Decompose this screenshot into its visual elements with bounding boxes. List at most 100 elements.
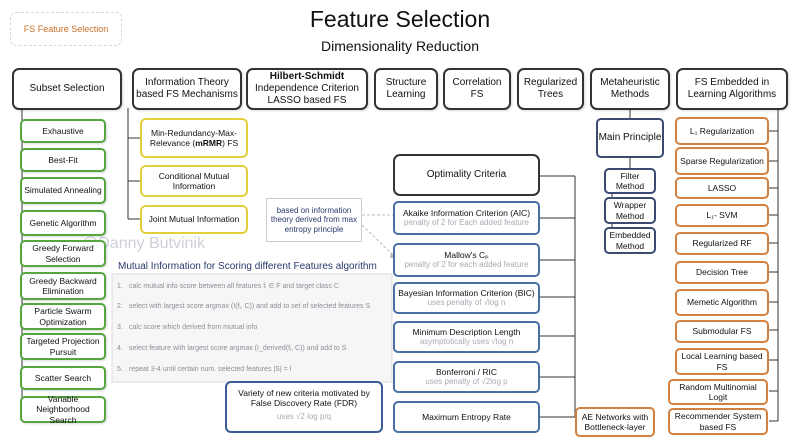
method-mrmr[interactable]: Min-Redundancy-Max-Relevance (mRMR) FS xyxy=(140,118,248,158)
embedded-sparse-regularization[interactable]: Sparse Regularization xyxy=(675,147,769,175)
embedded-local-learning[interactable]: Local Learning based FS xyxy=(675,348,769,375)
method-label: Wrapper Method xyxy=(613,200,647,221)
method-joint-mi[interactable]: Joint Mutual Information xyxy=(140,205,248,234)
fs-badge: FS Feature Selection xyxy=(10,12,122,46)
category-regularized-trees[interactable]: Regularized Trees xyxy=(517,68,584,110)
embedded-decision-tree[interactable]: Decision Tree xyxy=(675,261,769,284)
criterion-desc: asymptotically uses √log n xyxy=(419,337,514,347)
criterion-name: Minimum Description Length xyxy=(412,327,521,338)
step-text: select with largest score argmax (I(fᵢ, … xyxy=(129,303,371,310)
mrmr-text: Min-Redundancy-Max-Relevance ( xyxy=(149,127,237,148)
algorithm-step: 1.calc mutual info score between all fea… xyxy=(117,282,339,290)
algorithm-step: 2. select with largest score argmax (I(fᵢ… xyxy=(117,303,370,310)
algorithm-title: Mutual Information for Scoring different… xyxy=(118,261,377,272)
method-label: Targeted Projection Pursuit xyxy=(26,336,100,357)
step-text: repeat 3-4 until certain num. selected f… xyxy=(129,366,292,373)
method-label: Best-Fit xyxy=(48,154,78,165)
criterion-aic[interactable]: Akaike Information Criterion (AIC)penalt… xyxy=(393,201,540,235)
method-genetic-algorithm[interactable]: Genetic Algorithm xyxy=(20,210,106,236)
embedded-regularized-rf[interactable]: Regularized RF xyxy=(675,232,769,255)
category-label: FS Embedded in Learning Algorithms xyxy=(687,77,777,100)
category-label: Independence Criterion LASSO based FS xyxy=(255,83,359,106)
method-targeted-projection[interactable]: Targeted Projection Pursuit xyxy=(20,333,106,360)
ae-networks[interactable]: AE Networks with Bottleneck-layer xyxy=(575,407,655,437)
method-label: Particle Swarm Optimization xyxy=(34,306,92,327)
method-simulated-annealing[interactable]: Simulated Annealing xyxy=(20,177,106,204)
embedded-recommender-system[interactable]: Recommender System based FS xyxy=(668,408,768,435)
category-structure-learning[interactable]: Structure Learning xyxy=(374,68,438,110)
method-particle-swarm[interactable]: Particle Swarm Optimization xyxy=(20,303,106,330)
main-principle[interactable]: Main Principle xyxy=(596,118,664,158)
method-label: Greedy Backward Elimination xyxy=(29,275,97,296)
method-exhaustive[interactable]: Exhaustive xyxy=(20,119,106,143)
category-subset-selection[interactable]: Subset Selection xyxy=(12,68,122,110)
category-metaheuristic[interactable]: Metaheuristic Methods xyxy=(590,68,670,110)
criterion-desc: penalty of 2 for Each added feature xyxy=(404,218,529,228)
criterion-desc: penalty of 2 for each added feature xyxy=(404,260,529,270)
note-label: based on information theory derived from… xyxy=(270,205,358,234)
criterion-desc: uses penalty of √2log p xyxy=(425,377,508,387)
filter-method[interactable]: Filter Method xyxy=(604,168,656,194)
category-fs-embedded[interactable]: FS Embedded in Learning Algorithms xyxy=(676,68,788,110)
method-label: Local Learning based FS xyxy=(681,351,763,372)
step-number: 2. xyxy=(117,303,123,310)
step-number: 1. xyxy=(117,283,123,290)
optimality-criteria[interactable]: Optimality Criteria xyxy=(393,154,540,196)
method-label: Scatter Search xyxy=(34,372,92,383)
criterion-name: Mallow's Cₚ xyxy=(444,250,489,261)
method-label: Random Multinomial Logit xyxy=(679,381,757,402)
method-label: Sparse Regularization xyxy=(680,155,764,166)
step-text: select feature with largest score argmax… xyxy=(129,345,347,352)
method-scatter-search[interactable]: Scatter Search xyxy=(20,366,106,390)
method-conditional-mi[interactable]: Conditional Mutual Information xyxy=(140,165,248,197)
category-label: Correlation FS xyxy=(452,77,502,100)
category-label: Information Theory based FS Mechanisms xyxy=(136,77,238,100)
method-label: LASSO xyxy=(707,182,737,193)
step-number: 3. xyxy=(117,324,123,331)
method-greedy-forward[interactable]: Greedy Forward Selection xyxy=(20,240,106,267)
method-label: Submodular FS xyxy=(692,326,752,337)
method-label: Genetic Algorithm xyxy=(29,217,97,228)
embedded-submodular-fs[interactable]: Submodular FS xyxy=(675,320,769,343)
method-greedy-backward[interactable]: Greedy Backward Elimination xyxy=(20,272,106,300)
criterion-max-entropy[interactable]: Maximum Entropy Rate xyxy=(393,401,540,433)
embedded-l1-svm[interactable]: L₁- SVM xyxy=(675,204,769,227)
method-variable-neighborhood[interactable]: Variable Neighborhood Search xyxy=(20,394,106,425)
fdr-box[interactable]: Variety of new criteria motivated by Fal… xyxy=(225,381,383,433)
category-label: Structure Learning xyxy=(385,77,427,100)
method-label: Decision Tree xyxy=(696,267,748,278)
embedded-l1-regularization[interactable]: L₁ Regularization xyxy=(675,117,769,145)
criterion-name: Bonferroni / RIC xyxy=(436,367,497,378)
criterion-desc: uses penalty of √log n xyxy=(427,298,506,308)
fdr-label: Variety of new criteria motivated by Fal… xyxy=(238,388,370,409)
info-theory-note: based on information theory derived from… xyxy=(266,198,362,242)
category-label: Subset Selection xyxy=(29,83,105,94)
category-label-bold: Hilbert-Schmidt xyxy=(269,71,345,82)
criterion-name: Akaike Information Criterion (AIC) xyxy=(402,208,531,219)
embedded-random-multinomial-logit[interactable]: Random Multinomial Logit xyxy=(668,379,768,405)
embedded-method[interactable]: Embedded Method xyxy=(604,227,656,254)
criterion-name: Bayesian Information Criterion (BIC) xyxy=(398,288,535,299)
category-information-theory[interactable]: Information Theory based FS Mechanisms xyxy=(132,68,242,110)
ae-label: AE Networks with Bottleneck-layer xyxy=(581,411,649,432)
mrmr-label: Min-Redundancy-Max-Relevance (mRMR) FS xyxy=(142,128,246,148)
method-label: L₁ Regularization xyxy=(689,125,755,136)
optimality-title: Optimality Criteria xyxy=(426,169,507,180)
page-title: Feature Selection xyxy=(309,6,491,32)
method-label: Exhaustive xyxy=(42,125,84,136)
embedded-memetic-algorithm[interactable]: Memetic Algorithm xyxy=(675,289,769,316)
category-correlation-fs[interactable]: Correlation FS xyxy=(443,68,511,110)
method-label: Greedy Forward Selection xyxy=(32,243,94,264)
embedded-lasso[interactable]: LASSO xyxy=(675,177,769,199)
criterion-bic[interactable]: Bayesian Information Criterion (BIC)uses… xyxy=(393,282,540,314)
wrapper-method[interactable]: Wrapper Method xyxy=(604,197,656,224)
method-best-fit[interactable]: Best-Fit xyxy=(20,148,106,172)
method-label: Joint Mutual Information xyxy=(148,214,240,225)
category-label: Regularized Trees xyxy=(523,77,578,100)
fdr-formula: uses √2 log p/q xyxy=(276,412,332,422)
